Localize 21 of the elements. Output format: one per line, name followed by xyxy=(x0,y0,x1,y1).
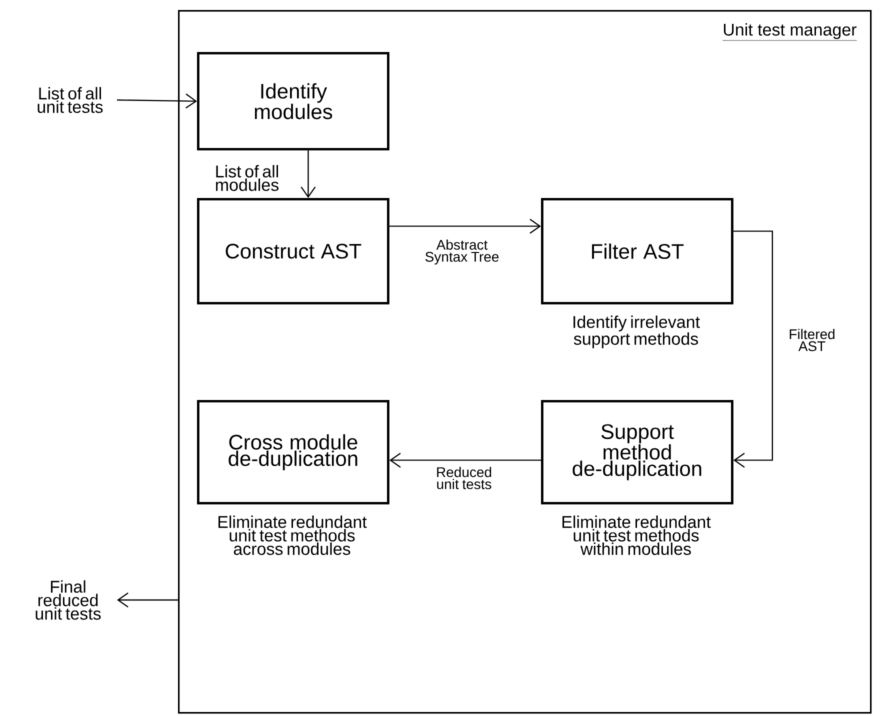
process-box: Cross module de-duplication xyxy=(197,400,390,504)
process-box: Construct AST xyxy=(197,198,390,304)
edge-label: Abstract Syntax Tree xyxy=(425,239,499,265)
arrow xyxy=(117,592,178,608)
node-label: Eliminate redundant unit test methods within modules xyxy=(562,516,711,555)
edge-label: Final reduced unit tests xyxy=(36,580,101,620)
edge-label: Reduced unit tests xyxy=(437,466,492,490)
edge-label: List of all modules xyxy=(216,165,278,191)
frame-title: Unit test manager xyxy=(722,23,857,41)
arrow xyxy=(389,452,541,468)
node-label: Eliminate redundant unit test methods across modules xyxy=(218,516,367,555)
process-box: Support method de-duplication xyxy=(541,400,734,504)
arrow xyxy=(733,230,773,468)
arrow xyxy=(116,94,197,109)
edge-label: List of all unit tests xyxy=(38,87,103,113)
arrow xyxy=(389,218,541,234)
process-box: Filter AST xyxy=(541,198,734,304)
node-label: Identify irrelevant support methods xyxy=(574,316,700,348)
edge-label: Filtered AST xyxy=(790,328,834,352)
arrow xyxy=(300,150,316,198)
process-box: Identify modules xyxy=(197,52,390,150)
